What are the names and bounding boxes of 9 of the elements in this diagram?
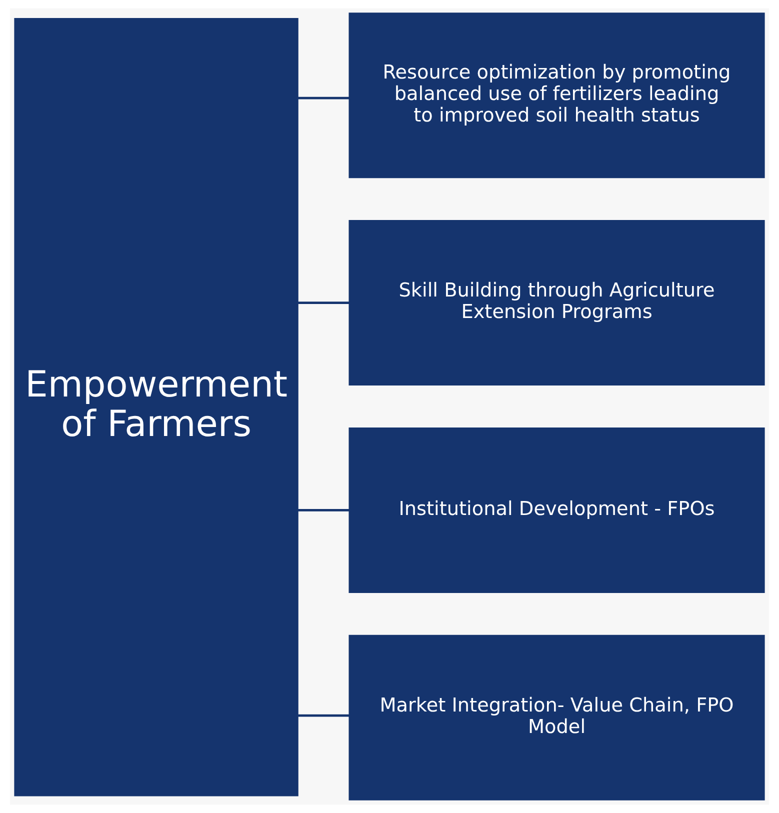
- node-box: Institutional Development - FPOs: [348, 427, 765, 593]
- node-box: Market Integration- Value Chain, FPO Model: [348, 634, 765, 800]
- connector: [298, 302, 350, 304]
- connector: [298, 96, 350, 100]
- node-box: Resource optimization by promoting balanced use of fertilizers leading to improved soil health status: [348, 12, 765, 178]
- node-box: Skill Building through Agriculture Extension Programs: [348, 220, 765, 386]
- node-box: Empowerment of Farmers: [14, 18, 298, 796]
- connector: [298, 509, 350, 512]
- connector: [298, 714, 350, 717]
